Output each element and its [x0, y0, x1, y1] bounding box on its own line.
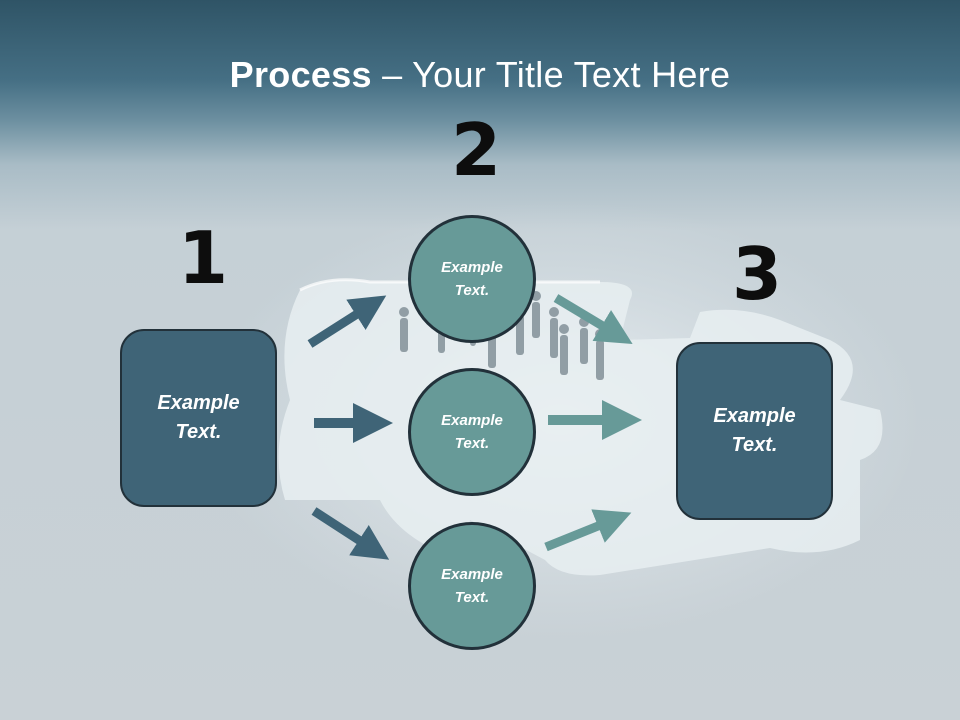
right-box-label: Example Text.: [713, 405, 796, 456]
circle-top: Example Text.: [408, 215, 536, 343]
arrow-top-to-right: [553, 294, 633, 344]
arrow-left-to-top: [307, 295, 387, 348]
slide-title: Process – Your Title Text Here: [0, 54, 960, 96]
circle-middle: Example Text.: [408, 368, 536, 496]
circle-top-label: Example Text.: [441, 259, 503, 299]
title-rest: – Your Title Text Here: [371, 54, 731, 95]
left-process-box: Example Text.: [120, 329, 277, 507]
step-number-1: 1: [178, 216, 229, 300]
circle-middle-label: Example Text.: [441, 412, 503, 452]
right-process-box: Example Text.: [676, 342, 833, 520]
arrow-bottom-to-right: [544, 509, 632, 552]
circle-bottom-label: Example Text.: [441, 566, 503, 606]
step-number-3: 3: [732, 232, 783, 316]
left-box-label: Example Text.: [157, 392, 240, 443]
title-bold: Process: [229, 54, 372, 95]
arrow-left-to-bottom: [311, 507, 390, 560]
step-number-2: 2: [451, 108, 502, 192]
circle-bottom: Example Text.: [408, 522, 536, 650]
